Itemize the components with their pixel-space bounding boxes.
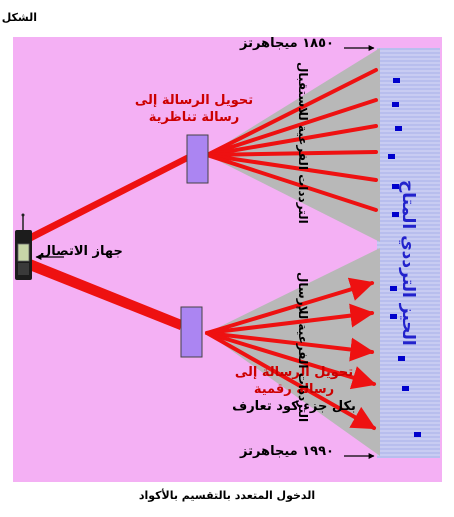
digital-converter-line2: رسالة رقمية	[253, 382, 335, 397]
digital-converter-line3: بكل جزء كود تعارف	[232, 399, 356, 414]
phone-device-icon	[15, 213, 32, 280]
transmit-fan	[207, 248, 380, 456]
device-label: جهاز الاتصال	[40, 244, 123, 259]
analog-converter-label: تحويل الرسالة إلى رسالة تناظرية	[124, 92, 264, 126]
band-markers	[388, 78, 421, 437]
analog-converter-line1: تحويل الرسالة إلى	[134, 93, 254, 108]
digital-converter-line1: تحويل الرسالة إلى	[234, 365, 354, 380]
analog-converter-line2: رسالة تناظرية	[148, 110, 240, 125]
receive-signal-lines	[205, 68, 378, 212]
available-band-label: الحيز الترددي المتاح	[398, 180, 418, 346]
digital-converter-label: تحويل الرسالة إلى رسالة رقمية بكل جزء كو…	[228, 364, 360, 415]
receive-subbands-label: الترددات الفرعية للاستقبال	[296, 62, 310, 224]
freq-bottom-label: ١٩٩٠ ميجاهرتز	[240, 444, 334, 459]
freq-top-label: ١٨٥٠ ميجاهرتز	[240, 36, 334, 51]
digital-converter-box	[180, 306, 203, 358]
digital-link	[24, 258, 182, 330]
transmit-signal-arrows	[205, 277, 377, 430]
transmit-subbands-label: الترددات الفرعية للإرسال	[296, 272, 310, 423]
figure-header: الشكل	[1, 11, 37, 24]
figure-caption: الدخول المتعدد بالتقسيم بالأكواد	[138, 489, 316, 502]
analog-converter-box	[186, 134, 209, 184]
analog-link	[26, 154, 190, 242]
receive-fan	[207, 48, 380, 242]
